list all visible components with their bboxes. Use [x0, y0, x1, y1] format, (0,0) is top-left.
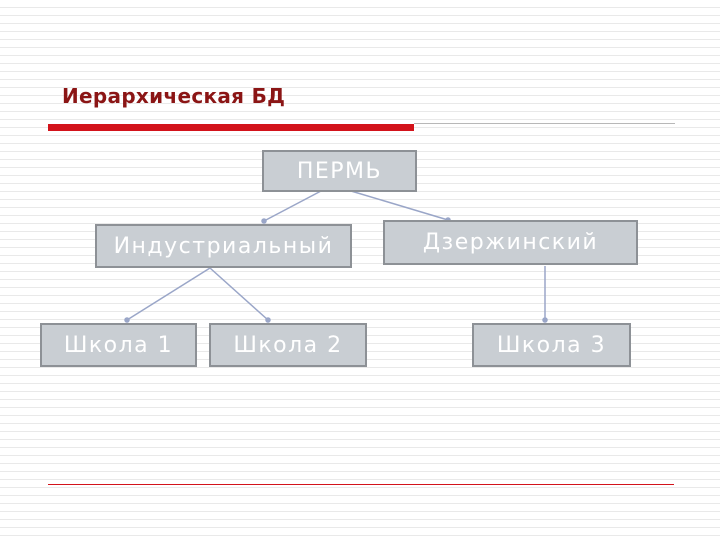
- connector-industrial-to-school-1: [126, 267, 211, 321]
- node-school-1: Школа 1: [40, 323, 197, 367]
- title-accent-bar: [48, 124, 414, 131]
- connector-root-to-industrial: [263, 190, 322, 222]
- node-district-dzerzhinsky: Дзержинский: [383, 220, 638, 265]
- footer-divider-line: [48, 484, 674, 485]
- connector-end-dot: [124, 317, 130, 323]
- node-school-3: Школа 3: [472, 323, 631, 367]
- connector-end-dot: [261, 218, 267, 224]
- node-root-perm: ПЕРМЬ: [262, 150, 417, 192]
- node-school-2: Школа 2: [209, 323, 367, 367]
- connector-industrial-to-school-2: [209, 267, 269, 321]
- connector-end-dot: [542, 317, 548, 323]
- connector-end-dot: [265, 317, 271, 323]
- slide-title: Иерархическая БД: [62, 84, 286, 108]
- node-district-industrial: Индустриальный: [95, 224, 352, 268]
- connector-root-to-dzerzhinsky: [350, 190, 449, 221]
- title-divider-line: [414, 123, 675, 124]
